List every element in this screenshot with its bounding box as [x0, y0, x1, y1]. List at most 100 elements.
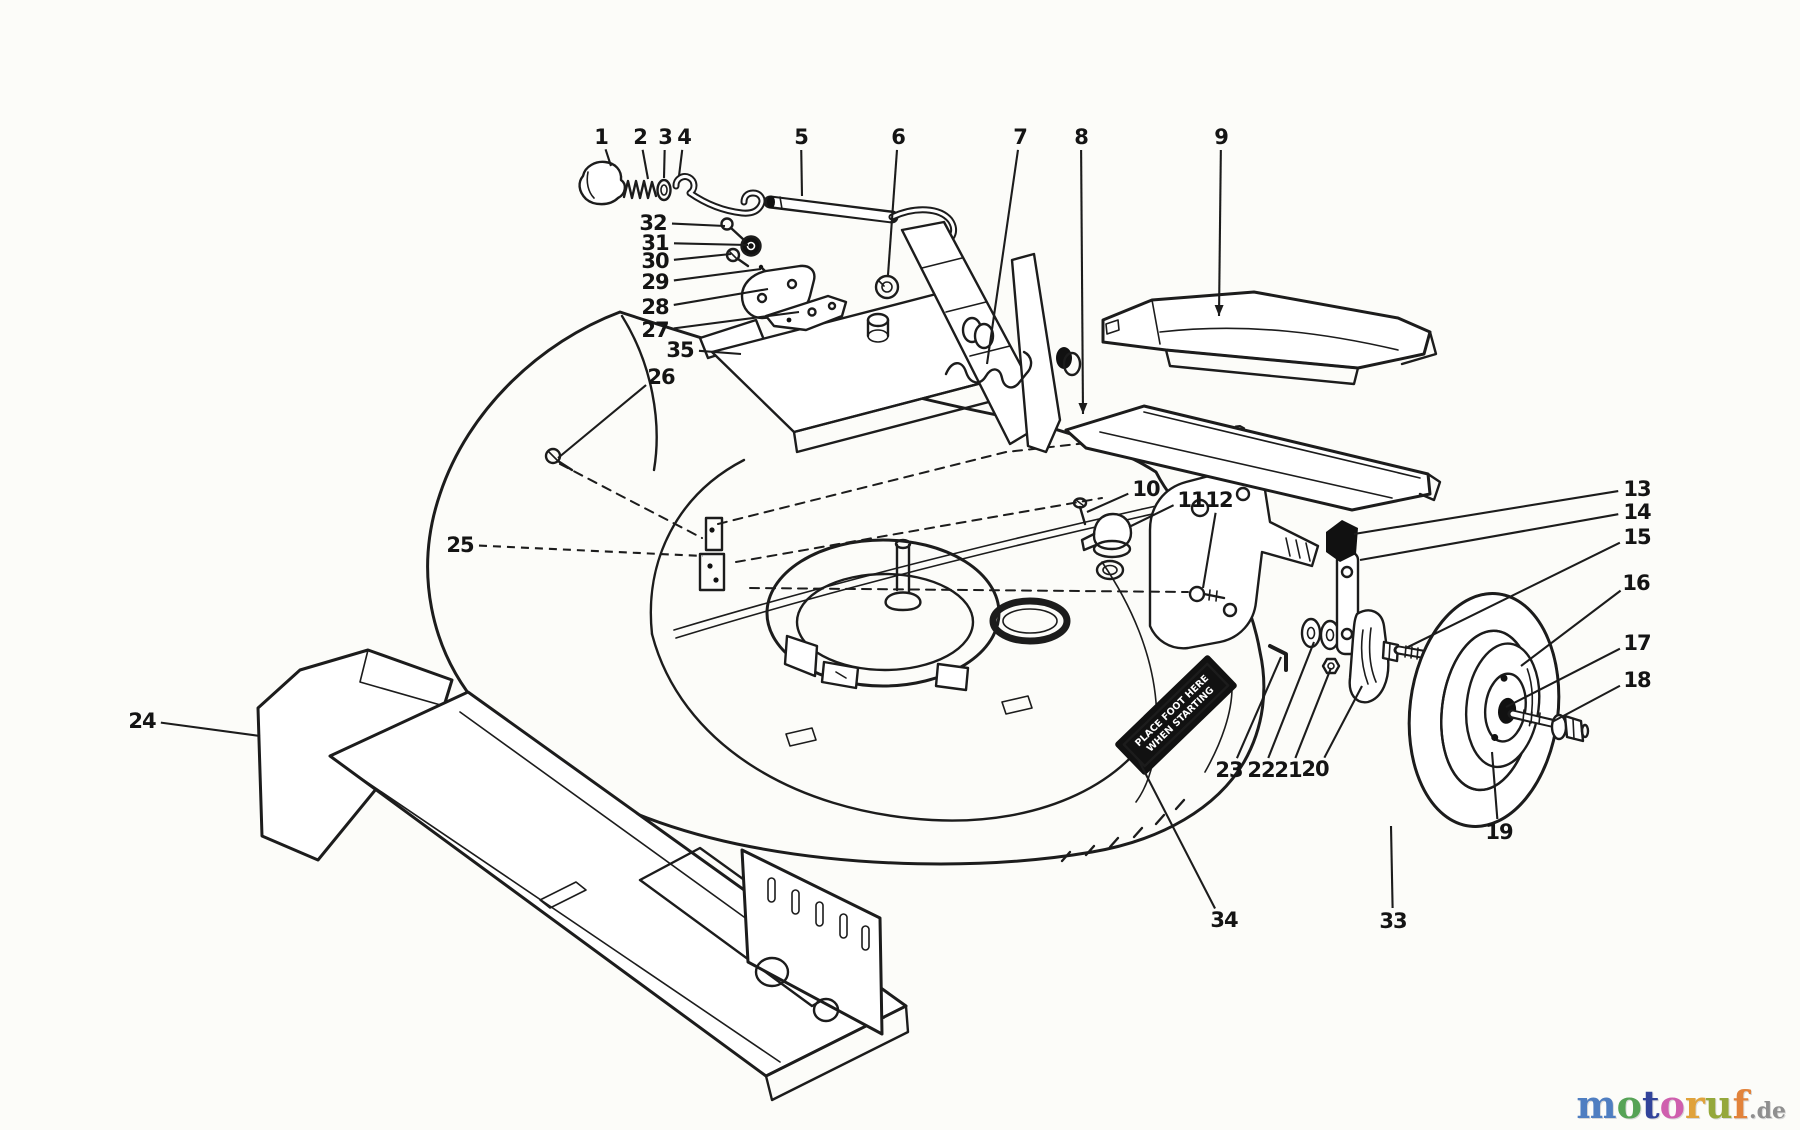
- logo-letter: u: [1704, 1082, 1733, 1127]
- callout-6: 6: [891, 125, 906, 149]
- leader-line-17: [1505, 647, 1621, 708]
- leader-line-15: [1405, 541, 1621, 649]
- callout-35: 35: [666, 338, 694, 362]
- callout-25: 25: [446, 533, 474, 557]
- callout-34: 34: [1210, 908, 1238, 932]
- rubber-pad: [1326, 520, 1358, 562]
- handle-assembly: [578, 160, 1082, 454]
- leader-line-21: [1294, 667, 1332, 759]
- callout-14: 14: [1623, 500, 1651, 524]
- deck-rim-hatching: [1060, 798, 1186, 863]
- callout-11: 11: [1177, 488, 1205, 512]
- callout-22: 22: [1247, 758, 1275, 782]
- leader-line-11: [1128, 504, 1175, 528]
- callout-10: 10: [1132, 477, 1160, 501]
- callout-27: 27: [641, 318, 669, 342]
- callout-7: 7: [1013, 125, 1028, 149]
- leader-line-28: [673, 287, 769, 306]
- lock-nut: [1321, 657, 1341, 675]
- control-wire: [944, 350, 1033, 389]
- leader-line-32: [671, 222, 726, 228]
- leader-line-1: [604, 148, 612, 167]
- callout-5: 5: [794, 125, 809, 149]
- callout-24: 24: [128, 709, 156, 733]
- leader-arrow-8: [1078, 402, 1088, 414]
- discharge-chute-cover: [1101, 290, 1438, 386]
- callout-9: 9: [1214, 125, 1229, 149]
- leader-line-10: [1086, 492, 1129, 513]
- callout-21: 21: [1274, 758, 1302, 782]
- leader-line-22: [1267, 641, 1315, 759]
- callout-30: 30: [641, 249, 669, 273]
- l-pin: [1268, 644, 1288, 672]
- leader-line-26: [557, 384, 647, 459]
- callout-20: 20: [1301, 757, 1329, 781]
- rear-mounting-arm: [1148, 467, 1320, 650]
- leader-line-27: [673, 310, 800, 330]
- callout-33: 33: [1379, 909, 1407, 933]
- logo-letter: t: [1642, 1082, 1660, 1127]
- callout-29: 29: [641, 270, 669, 294]
- bracket-plates: [740, 264, 848, 332]
- shoulder-bolt-12: [1188, 585, 1226, 603]
- leader-line-34: [1138, 760, 1216, 910]
- leader-line-9: [1217, 149, 1222, 317]
- logo-letter: f: [1732, 1082, 1749, 1127]
- callout-1: 1: [594, 125, 609, 149]
- lower-housing: [256, 648, 910, 1102]
- callout-26: 26: [647, 365, 675, 389]
- spring: [622, 179, 658, 200]
- leader-line-4: [677, 149, 684, 177]
- height-adjuster: [1268, 520, 1433, 704]
- leader-line-16: [1520, 589, 1622, 667]
- callout-13: 13: [1623, 477, 1651, 501]
- hinge-bracket: [698, 516, 726, 592]
- leader-line-5: [800, 149, 804, 197]
- logo-letter: o: [1659, 1082, 1685, 1127]
- leader-line-13: [1353, 490, 1619, 536]
- leader-arrow-9: [1214, 304, 1224, 316]
- leader-line-8: [1080, 149, 1085, 415]
- logo-letter: r: [1684, 1082, 1705, 1127]
- deck-screw-10: [1072, 497, 1088, 526]
- callout-28: 28: [641, 295, 669, 319]
- callout-4: 4: [677, 125, 692, 149]
- leader-line-18: [1551, 684, 1621, 723]
- callout-16: 16: [1622, 571, 1650, 595]
- leader-line-23: [1235, 656, 1282, 759]
- fuel-cap: [1080, 512, 1133, 581]
- deflector-plate: [1064, 404, 1442, 512]
- rear-platform: [698, 290, 1029, 454]
- callout-12: 12: [1205, 488, 1233, 512]
- blade-housing-ring: [765, 538, 1001, 692]
- leader-line-35: [698, 349, 742, 356]
- leader-line-30: [673, 252, 732, 261]
- logo-letter: m: [1576, 1082, 1617, 1127]
- leader-line-31: [673, 242, 749, 247]
- axle-bolt: [1507, 709, 1590, 743]
- leader-line-2: [641, 149, 650, 180]
- callout-2: 2: [633, 125, 648, 149]
- callout-15: 15: [1623, 525, 1651, 549]
- callout-19: 19: [1485, 820, 1513, 844]
- leader-line-25: [478, 544, 704, 558]
- leader-line-19: [1490, 751, 1499, 820]
- rear-wheel: [1407, 592, 1561, 828]
- callout-32: 32: [639, 211, 667, 235]
- leader-line-3: [662, 149, 666, 179]
- callout-18: 18: [1623, 668, 1651, 692]
- logo-suffix: .de: [1748, 1098, 1786, 1124]
- logo-letter: o: [1616, 1082, 1642, 1127]
- o-ring: [989, 597, 1071, 645]
- leader-line-7: [985, 149, 1020, 365]
- mower-deck: PLACE FOOT HERE WHEN STARTING: [426, 290, 1320, 866]
- rear-comb-bracket: [740, 848, 884, 1036]
- callout-31: 31: [641, 231, 669, 255]
- leader-line-20: [1323, 685, 1363, 759]
- callout-17: 17: [1623, 631, 1651, 655]
- leader-line-12: [1201, 512, 1217, 589]
- logo-word: motoruf: [1576, 1086, 1749, 1124]
- callout-8: 8: [1074, 125, 1089, 149]
